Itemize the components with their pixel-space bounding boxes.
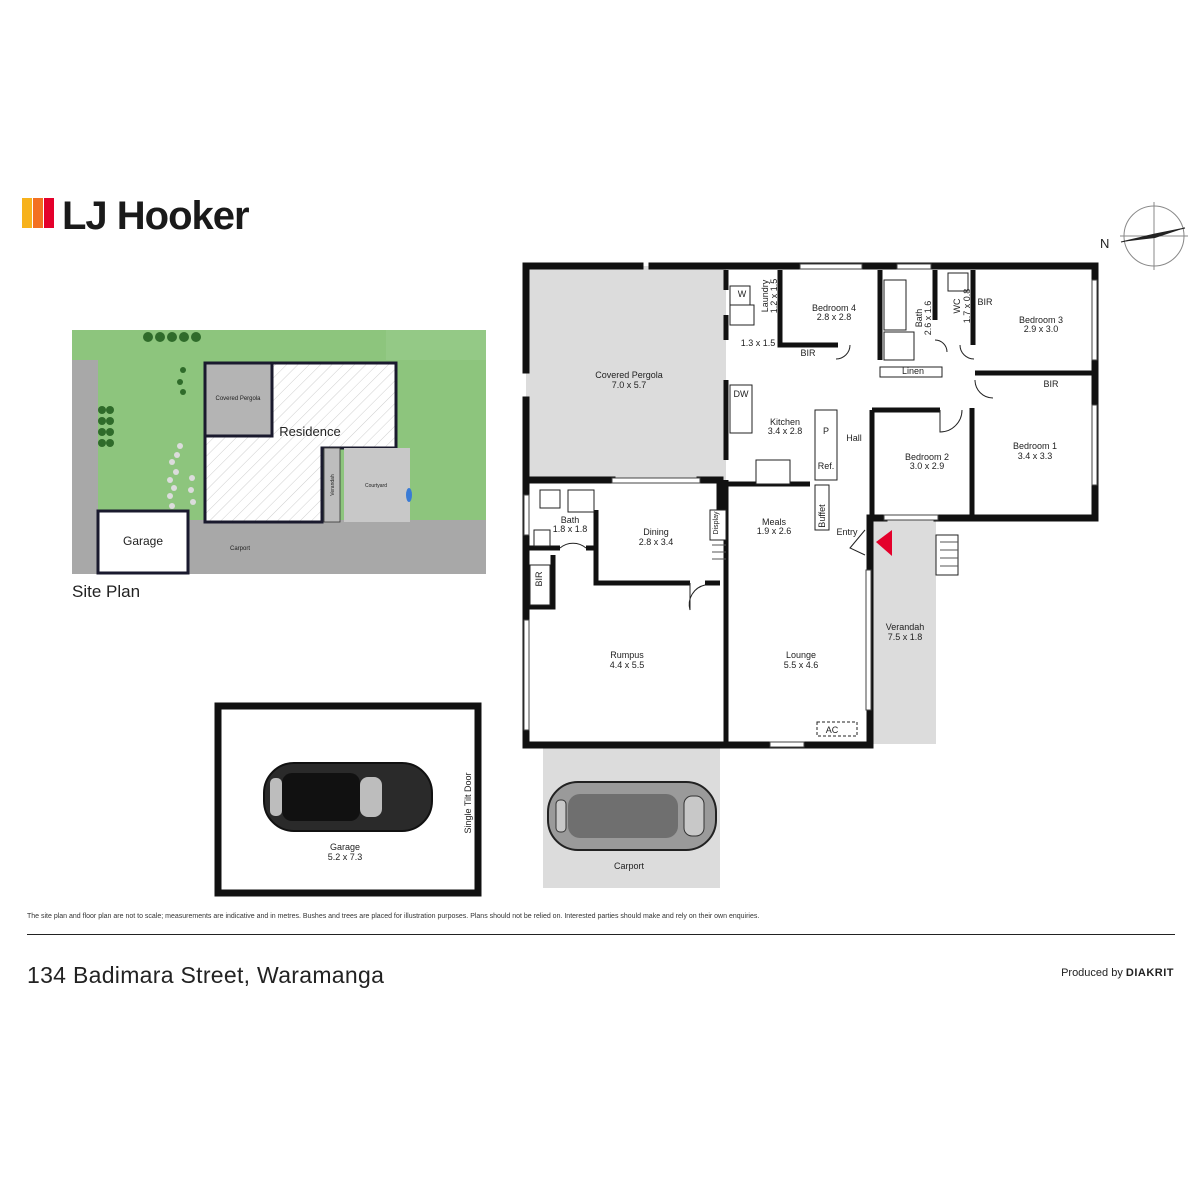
ac-label: AC: [826, 725, 839, 735]
site-garage-label: Garage: [123, 534, 163, 548]
laundry-dims: 1.2 x 1.5: [769, 279, 779, 314]
floor-plan: Covered Pergola 7.0 x 5.7 W Laundry 1.2 …: [214, 262, 1099, 897]
bedroom4-dims: 2.8 x 2.8: [817, 312, 852, 322]
bir-left-label: BIR: [534, 571, 544, 587]
property-address: 134 Badimara Street, Waramanga: [27, 962, 385, 988]
carport-name: Carport: [614, 861, 645, 871]
verandah-area: [870, 520, 936, 744]
compass-north-label: N: [1100, 236, 1109, 251]
site-plan: Covered Pergola Residence Courtyard Vera…: [72, 330, 486, 575]
site-residence-label: Residence: [279, 424, 340, 439]
verandah-name: Verandah: [886, 622, 925, 632]
display-label: Display: [713, 511, 720, 534]
garage-dims: 5.2 x 7.3: [328, 852, 363, 862]
bath-left-name: Bath: [561, 515, 580, 525]
site-carport-label: Carport: [230, 546, 250, 552]
produced-by: Produced by DIAKRIT: [1061, 967, 1174, 979]
tilt-door-label: Single Tilt Door: [463, 772, 473, 833]
disclaimer-text: The site plan and floor plan are not to …: [27, 913, 760, 920]
verandah-dims: 7.5 x 1.8: [888, 632, 923, 642]
rumpus-name: Rumpus: [610, 650, 644, 660]
lounge-name: Lounge: [786, 650, 816, 660]
dining-name: Dining: [643, 527, 669, 537]
brand-logo-mark: [22, 198, 54, 228]
bedroom1-bir-label: BIR: [1043, 379, 1059, 389]
bedroom4-bir-label: BIR: [800, 348, 816, 358]
carport-car-icon: [547, 781, 717, 851]
entry-arrow-icon: [876, 530, 892, 556]
hall-label: Hall: [846, 433, 862, 443]
rumpus-dims: 4.4 x 5.5: [610, 660, 645, 670]
wc-name: WC: [952, 298, 962, 313]
laundry-name: Laundry: [760, 279, 770, 312]
dining-dims: 2.8 x 3.4: [639, 537, 674, 547]
bedroom3-name: Bedroom 3: [1019, 315, 1063, 325]
wc-dims: 1.7 x 0.8: [962, 289, 972, 324]
site-pond: [406, 488, 412, 502]
kitchen-name: Kitchen: [770, 417, 800, 427]
garage-car-icon: [263, 762, 433, 832]
site-plan-title: Site Plan: [72, 582, 141, 601]
site-covered-pergola-label: Covered Pergola: [215, 396, 261, 402]
tree-icon: [98, 332, 201, 447]
bedroom1-dims: 3.4 x 3.3: [1018, 451, 1053, 461]
pantry-label: P: [823, 426, 829, 436]
bedroom1-name: Bedroom 1: [1013, 441, 1057, 451]
bath-left-dims: 1.8 x 1.8: [553, 524, 588, 534]
meals-dims: 1.9 x 2.6: [757, 526, 792, 536]
footer-divider: [27, 934, 1175, 935]
covered-pergola-dims: 7.0 x 5.7: [612, 380, 647, 390]
bedroom3-bir-label: BIR: [977, 297, 993, 307]
covered-pergola-name: Covered Pergola: [595, 370, 663, 380]
bath-top-dims: 2.6 x 1.6: [923, 301, 933, 336]
linen-label: Linen: [902, 366, 924, 376]
store-dims: 1.3 x 1.5: [741, 338, 776, 348]
site-courtyard-label: Courtyard: [365, 483, 387, 489]
compass-icon: N: [1100, 202, 1188, 270]
lounge-dims: 5.5 x 4.6: [784, 660, 819, 670]
site-verandah-label: Verandah: [330, 474, 336, 496]
bedroom2-name: Bedroom 2: [905, 452, 949, 462]
bedroom3-dims: 2.9 x 3.0: [1024, 324, 1059, 334]
brand-name: LJ Hooker: [62, 194, 250, 238]
covered-pergola-area: [526, 266, 726, 480]
produced-by-brand: DIAKRIT: [1125, 967, 1174, 979]
produced-by-prefix: Produced by: [1061, 967, 1123, 979]
dishwasher-label: DW: [734, 389, 749, 399]
fridge-label: Ref.: [818, 461, 835, 471]
bedroom4-name: Bedroom 4: [812, 303, 856, 313]
garage-name: Garage: [330, 842, 360, 852]
bedroom2-dims: 3.0 x 2.9: [910, 461, 945, 471]
buffet-label: Buffet: [817, 504, 827, 528]
bath-top-name: Bath: [914, 309, 924, 328]
washer-label: W: [738, 289, 747, 299]
meals-name: Meals: [762, 517, 787, 527]
kitchen-dims: 3.4 x 2.8: [768, 426, 803, 436]
entry-label: Entry: [836, 527, 858, 537]
